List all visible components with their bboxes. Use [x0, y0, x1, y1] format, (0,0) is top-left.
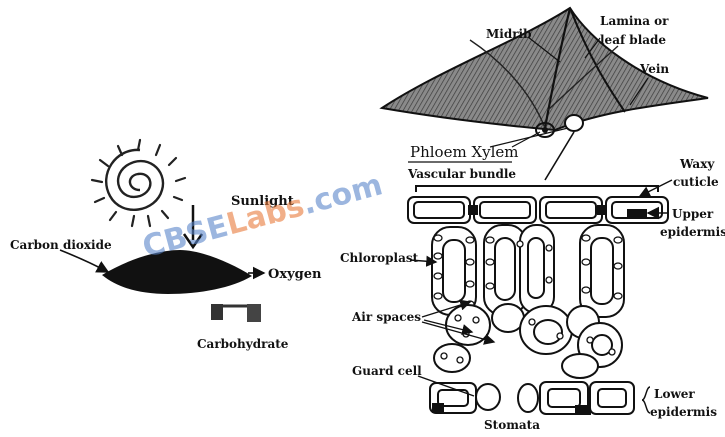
lamina-label-line2: leaf blade: [600, 33, 666, 47]
waxy-cuticle-label-2: cuticle: [673, 175, 719, 189]
upper-epidermis-label-2: epidermis: [660, 225, 725, 239]
section-bracket: [415, 185, 659, 192]
midrib-pointer: [527, 36, 561, 63]
guard-cell-label: Guard cell: [352, 364, 422, 378]
air-spaces-label: Air spaces: [351, 310, 421, 324]
upper-epidermis-cells: [407, 196, 669, 224]
carbohydrate-mark: [211, 304, 261, 322]
midrib-label: Midrib: [486, 27, 532, 41]
sun-icon: [90, 138, 187, 228]
chloroplast-pointer: [409, 255, 438, 267]
upper-epidermis-label-1: Upper: [672, 207, 714, 221]
air-spaces-pointer-2: [423, 319, 474, 336]
lower-epidermis-brace: [641, 386, 651, 414]
phloem-xylem-label: Phloem Xylem: [410, 143, 519, 161]
oxygen-label: Oxygen: [268, 267, 322, 282]
waxy-cuticle-label-1: Waxy: [679, 157, 715, 171]
air-spaces-pointer-3: [421, 321, 496, 345]
spongy-cells: [433, 303, 623, 379]
chloroplast-label: Chloroplast: [340, 251, 419, 265]
carbohydrate-label: Carbohydrate: [197, 337, 289, 351]
vascular-bundle-label: Vascular bundle: [407, 167, 516, 181]
leaf-silhouette: [102, 250, 252, 294]
air-spaces-pointer-1: [421, 299, 472, 318]
sunlight-label: Sunlight: [231, 194, 294, 209]
waxy-cuticle-pointer: [638, 179, 673, 197]
palisade-cells: [431, 224, 625, 318]
phloem-pointer: [511, 131, 541, 148]
xylem-pointer: [489, 127, 569, 148]
lower-epidermis-label-2: epidermis: [650, 405, 717, 419]
lower-epidermis-cells: [429, 381, 635, 415]
stomata-label: Stomata: [484, 418, 540, 432]
carbon-dioxide-label: Carbon dioxide: [10, 238, 112, 252]
guard-cell-pointer: [417, 375, 475, 397]
carbon-dioxide-arrow: [59, 249, 110, 273]
vein-pointer: [629, 77, 649, 106]
sunlight-arrowhead: [182, 233, 204, 250]
leaf-drawing: [379, 6, 709, 138]
lamina-pointer: [584, 37, 601, 59]
section-connector: [544, 131, 575, 181]
vein-label: Vein: [639, 62, 669, 76]
lamina-label-line1: Lamina or: [600, 14, 669, 28]
lower-epidermis-label-1: Lower: [654, 387, 695, 401]
